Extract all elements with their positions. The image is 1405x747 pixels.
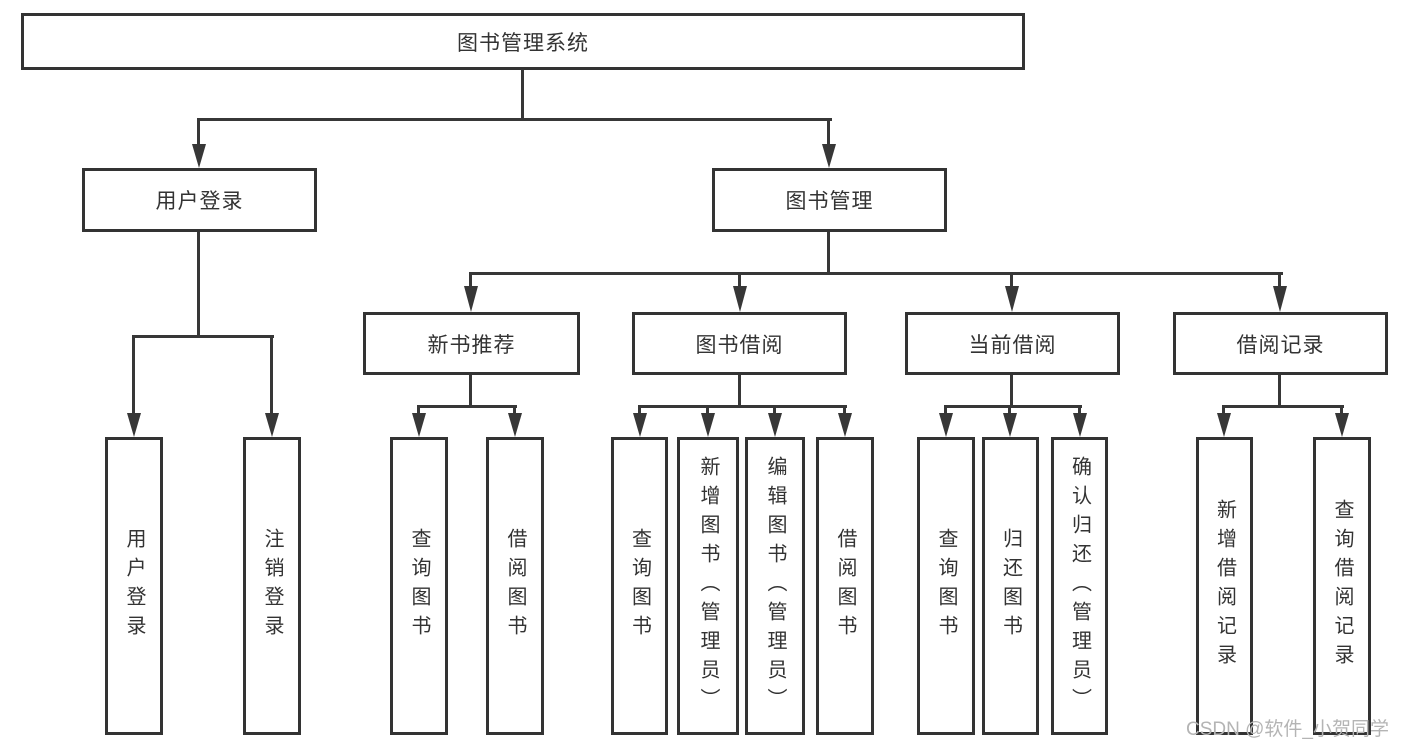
connector-line (1340, 405, 1343, 415)
arrowhead (733, 286, 747, 312)
node-user-login-label: 用户登录 (155, 190, 244, 213)
leaf-query-books-borrowing-label: 查询图书 (628, 528, 651, 644)
arrowhead (1005, 286, 1019, 312)
arrowhead (939, 413, 953, 437)
arrowhead (633, 413, 647, 437)
arrowhead (412, 413, 426, 437)
arrowhead (192, 144, 206, 168)
node-borrowing-records-label: 借阅记录 (1236, 333, 1325, 357)
leaf-borrow-books-recommend: 借阅图书 (486, 437, 544, 735)
leaf-return-books: 归还图书 (982, 437, 1039, 735)
arrowhead (265, 413, 279, 437)
node-user-login: 用户登录 (82, 168, 317, 232)
leaf-query-borrow-record-label: 查询借阅记录 (1331, 499, 1353, 673)
connector-line (1078, 405, 1081, 415)
connector-line (1010, 272, 1013, 290)
arrowhead (822, 144, 836, 168)
connector-line (197, 118, 200, 148)
leaf-query-books-current-label: 查询图书 (935, 528, 957, 644)
leaf-add-books-admin-label: 新增图书（管理员） (697, 455, 719, 717)
connector-line (827, 232, 830, 274)
leaf-add-borrow-record-label: 新增借阅记录 (1213, 499, 1236, 673)
connector-line (706, 405, 709, 415)
arrowhead (1335, 413, 1349, 437)
node-library-system-label: 图书管理系统 (457, 31, 589, 55)
connector-line (944, 405, 1082, 408)
leaf-user-login-label: 用户登录 (123, 528, 145, 644)
connector-line (417, 405, 420, 415)
connector-line (417, 405, 517, 408)
leaf-confirm-return-admin-label: 确认归还（管理员） (1068, 455, 1091, 717)
connector-line (1278, 272, 1281, 290)
connector-line (843, 405, 846, 415)
connector-line (638, 405, 641, 415)
leaf-query-books-borrowing: 查询图书 (611, 437, 668, 735)
leaf-logout-login-label: 注销登录 (261, 528, 283, 644)
leaf-query-books-recommend: 查询图书 (390, 437, 448, 735)
leaf-logout-login: 注销登录 (243, 437, 301, 735)
leaf-query-books-recommend-label: 查询图书 (408, 528, 430, 644)
arrowhead (127, 413, 141, 437)
leaf-query-books-current: 查询图书 (917, 437, 975, 735)
leaf-edit-books-admin-label: 编辑图书（管理员） (764, 455, 786, 717)
connector-line (469, 272, 1283, 275)
connector-line (469, 272, 472, 290)
leaf-borrow-books-borrowing: 借阅图书 (816, 437, 874, 735)
node-book-borrowing-label: 图书借阅 (695, 333, 784, 357)
arrowhead (768, 413, 782, 437)
leaf-add-books-admin: 新增图书（管理员） (677, 437, 739, 735)
arrowhead (1273, 286, 1287, 312)
connector-line (197, 232, 200, 337)
connector-line (132, 335, 274, 338)
connector-line (469, 375, 472, 407)
connector-line (773, 405, 776, 415)
connector-line (197, 118, 832, 121)
leaf-return-books-label: 归还图书 (999, 528, 1022, 644)
connector-line (738, 375, 741, 407)
node-book-management: 图书管理 (712, 168, 947, 232)
connector-line (1010, 375, 1013, 407)
node-current-borrowing: 当前借阅 (905, 312, 1120, 375)
node-library-system: 图书管理系统 (21, 13, 1025, 70)
arrowhead (1073, 413, 1087, 437)
connector-line (1222, 405, 1225, 415)
leaf-borrow-books-recommend-label: 借阅图书 (504, 528, 526, 644)
connector-line (1278, 375, 1281, 407)
leaf-edit-books-admin: 编辑图书（管理员） (745, 437, 805, 735)
connector-line (738, 272, 741, 290)
connector-line (270, 335, 273, 417)
connector-line (132, 335, 135, 417)
node-borrowing-records: 借阅记录 (1173, 312, 1388, 375)
node-new-book-recommend: 新书推荐 (363, 312, 580, 375)
connector-line (638, 405, 847, 408)
leaf-borrow-books-borrowing-label: 借阅图书 (834, 528, 856, 644)
arrowhead (838, 413, 852, 437)
arrowhead (464, 286, 478, 312)
arrowhead (1003, 413, 1017, 437)
leaf-query-borrow-record: 查询借阅记录 (1313, 437, 1371, 735)
connector-line (944, 405, 947, 415)
node-current-borrowing-label: 当前借阅 (968, 333, 1057, 357)
arrowhead (701, 413, 715, 437)
leaf-confirm-return-admin: 确认归还（管理员） (1051, 437, 1108, 735)
connector-line (827, 118, 830, 148)
arrowhead (508, 413, 522, 437)
node-book-borrowing: 图书借阅 (632, 312, 847, 375)
connector-line (1008, 405, 1011, 415)
arrowhead (1217, 413, 1231, 437)
connector-line (521, 69, 524, 120)
connector-line (1222, 405, 1344, 408)
leaf-user-login: 用户登录 (105, 437, 163, 735)
node-book-management-label: 图书管理 (785, 190, 874, 213)
connector-line (513, 405, 516, 415)
leaf-add-borrow-record: 新增借阅记录 (1196, 437, 1253, 735)
csdn-watermark: CSDN @软件_小贺同学 (1186, 719, 1389, 740)
node-new-book-recommend-label: 新书推荐 (427, 333, 516, 357)
